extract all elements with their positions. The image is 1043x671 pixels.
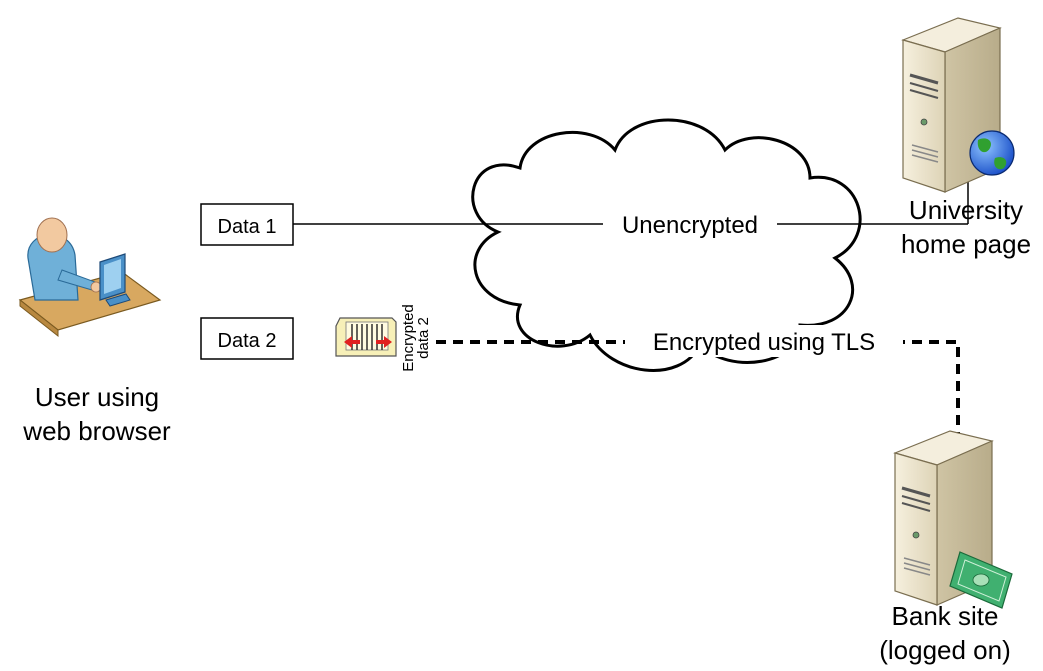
data-1-label: Data 1 [218, 216, 277, 238]
user-at-computer-icon [18, 217, 162, 338]
bank-label-line1: Bank site [892, 601, 999, 631]
encrypted-link [436, 340, 960, 515]
bank-label-line2: (logged on) [879, 635, 1011, 665]
unencrypted-label: Unencrypted [622, 212, 758, 239]
data-1-box: Data 1 [200, 203, 294, 246]
university-label-line2: home page [901, 229, 1031, 259]
encrypted-label: Encrypted using TLS [653, 329, 875, 356]
user-label-line1: User using [35, 382, 159, 412]
encrypted-doc-label-line1: Encrypted [400, 304, 417, 372]
web-server-globe-icon [901, 17, 1015, 193]
user-label-line2: web browser [22, 416, 171, 446]
data-2-label: Data 2 [218, 330, 277, 352]
data-2-box: Data 2 [200, 317, 294, 360]
encrypted-document-icon [335, 317, 397, 357]
encrypted-doc-label-line2: data 2 [415, 317, 432, 359]
university-label-line1: University [909, 195, 1023, 225]
server-money-icon [893, 430, 1013, 609]
